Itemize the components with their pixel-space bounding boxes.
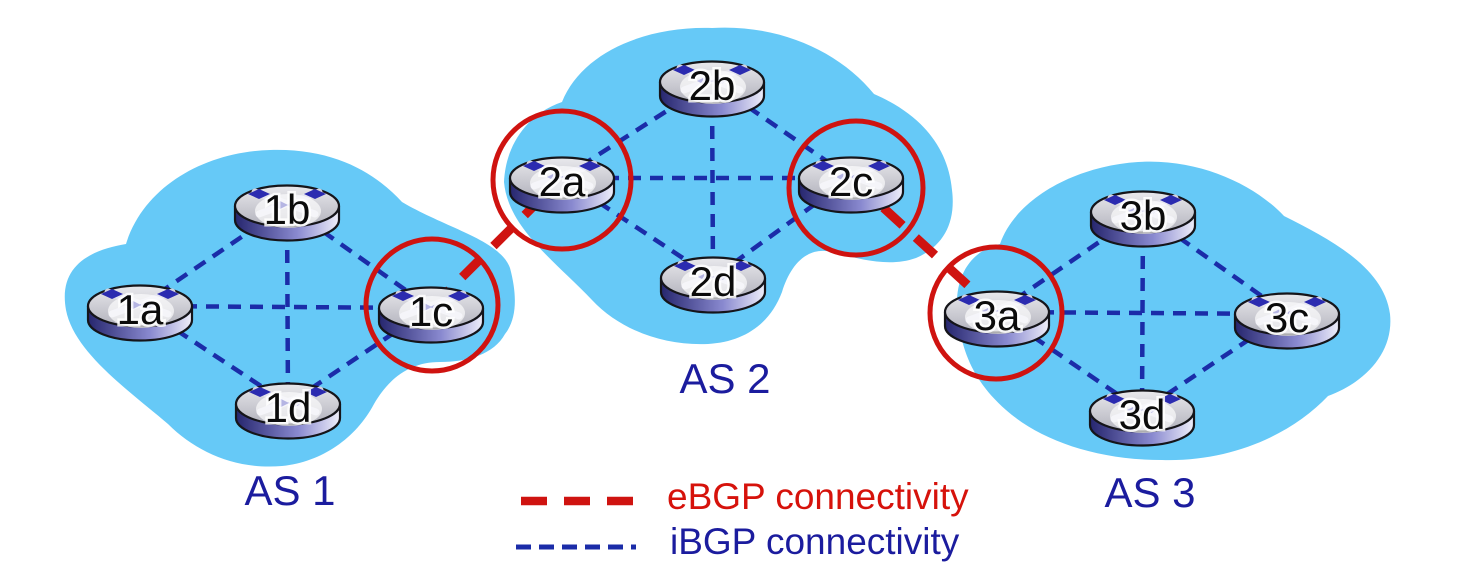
router-1d-label: 1d — [265, 384, 312, 431]
router-1b: 1b — [235, 186, 339, 241]
as2-cloud — [504, 27, 953, 345]
legend-ibgp-label: iBGP connectivity — [670, 521, 960, 562]
router-2d-label: 2d — [690, 258, 737, 305]
router-3d-label: 3d — [1119, 391, 1166, 438]
router-2a-label: 2a — [539, 158, 586, 205]
router-2c: 2c — [799, 158, 903, 213]
gateway-circle-2c — [786, 118, 926, 258]
router-2a: 2a — [510, 158, 614, 213]
gateway-circle-2a — [490, 108, 634, 252]
router-3b-label: 3b — [1120, 192, 1167, 239]
router-1c: 1c — [379, 288, 483, 343]
as1-cloud — [64, 149, 515, 467]
ebgp-link-2c-3a — [847, 174, 1001, 316]
as2-label: AS 2 — [679, 355, 770, 402]
router-1b-label: 1b — [264, 186, 311, 233]
router-1a-label: 1a — [117, 286, 164, 333]
legend: eBGP connectivity iBGP connectivity — [516, 476, 969, 562]
router-1a: 1a — [88, 286, 192, 341]
router-1d: 1d — [236, 384, 340, 439]
as3-cloud — [956, 161, 1391, 461]
router-3a: 3a — [945, 292, 1049, 347]
router-2b: 2b — [660, 62, 764, 117]
router-3d: 3d — [1090, 391, 1194, 446]
legend-ebgp-label: eBGP connectivity — [667, 476, 969, 517]
gateway-circle-3a — [927, 244, 1065, 382]
as1-label: AS 1 — [244, 467, 335, 514]
gateway-circle-1c — [363, 236, 501, 374]
router-2d: 2d — [661, 258, 765, 313]
router-3c: 3c — [1235, 294, 1339, 349]
router-3c-label: 3c — [1265, 294, 1309, 341]
router-3b: 3b — [1091, 192, 1195, 247]
router-3a-label: 3a — [974, 292, 1021, 339]
router-2c-label: 2c — [829, 158, 873, 205]
router-1c-label: 1c — [409, 288, 453, 335]
as3-label: AS 3 — [1104, 469, 1195, 516]
router-2b-label: 2b — [689, 62, 736, 109]
